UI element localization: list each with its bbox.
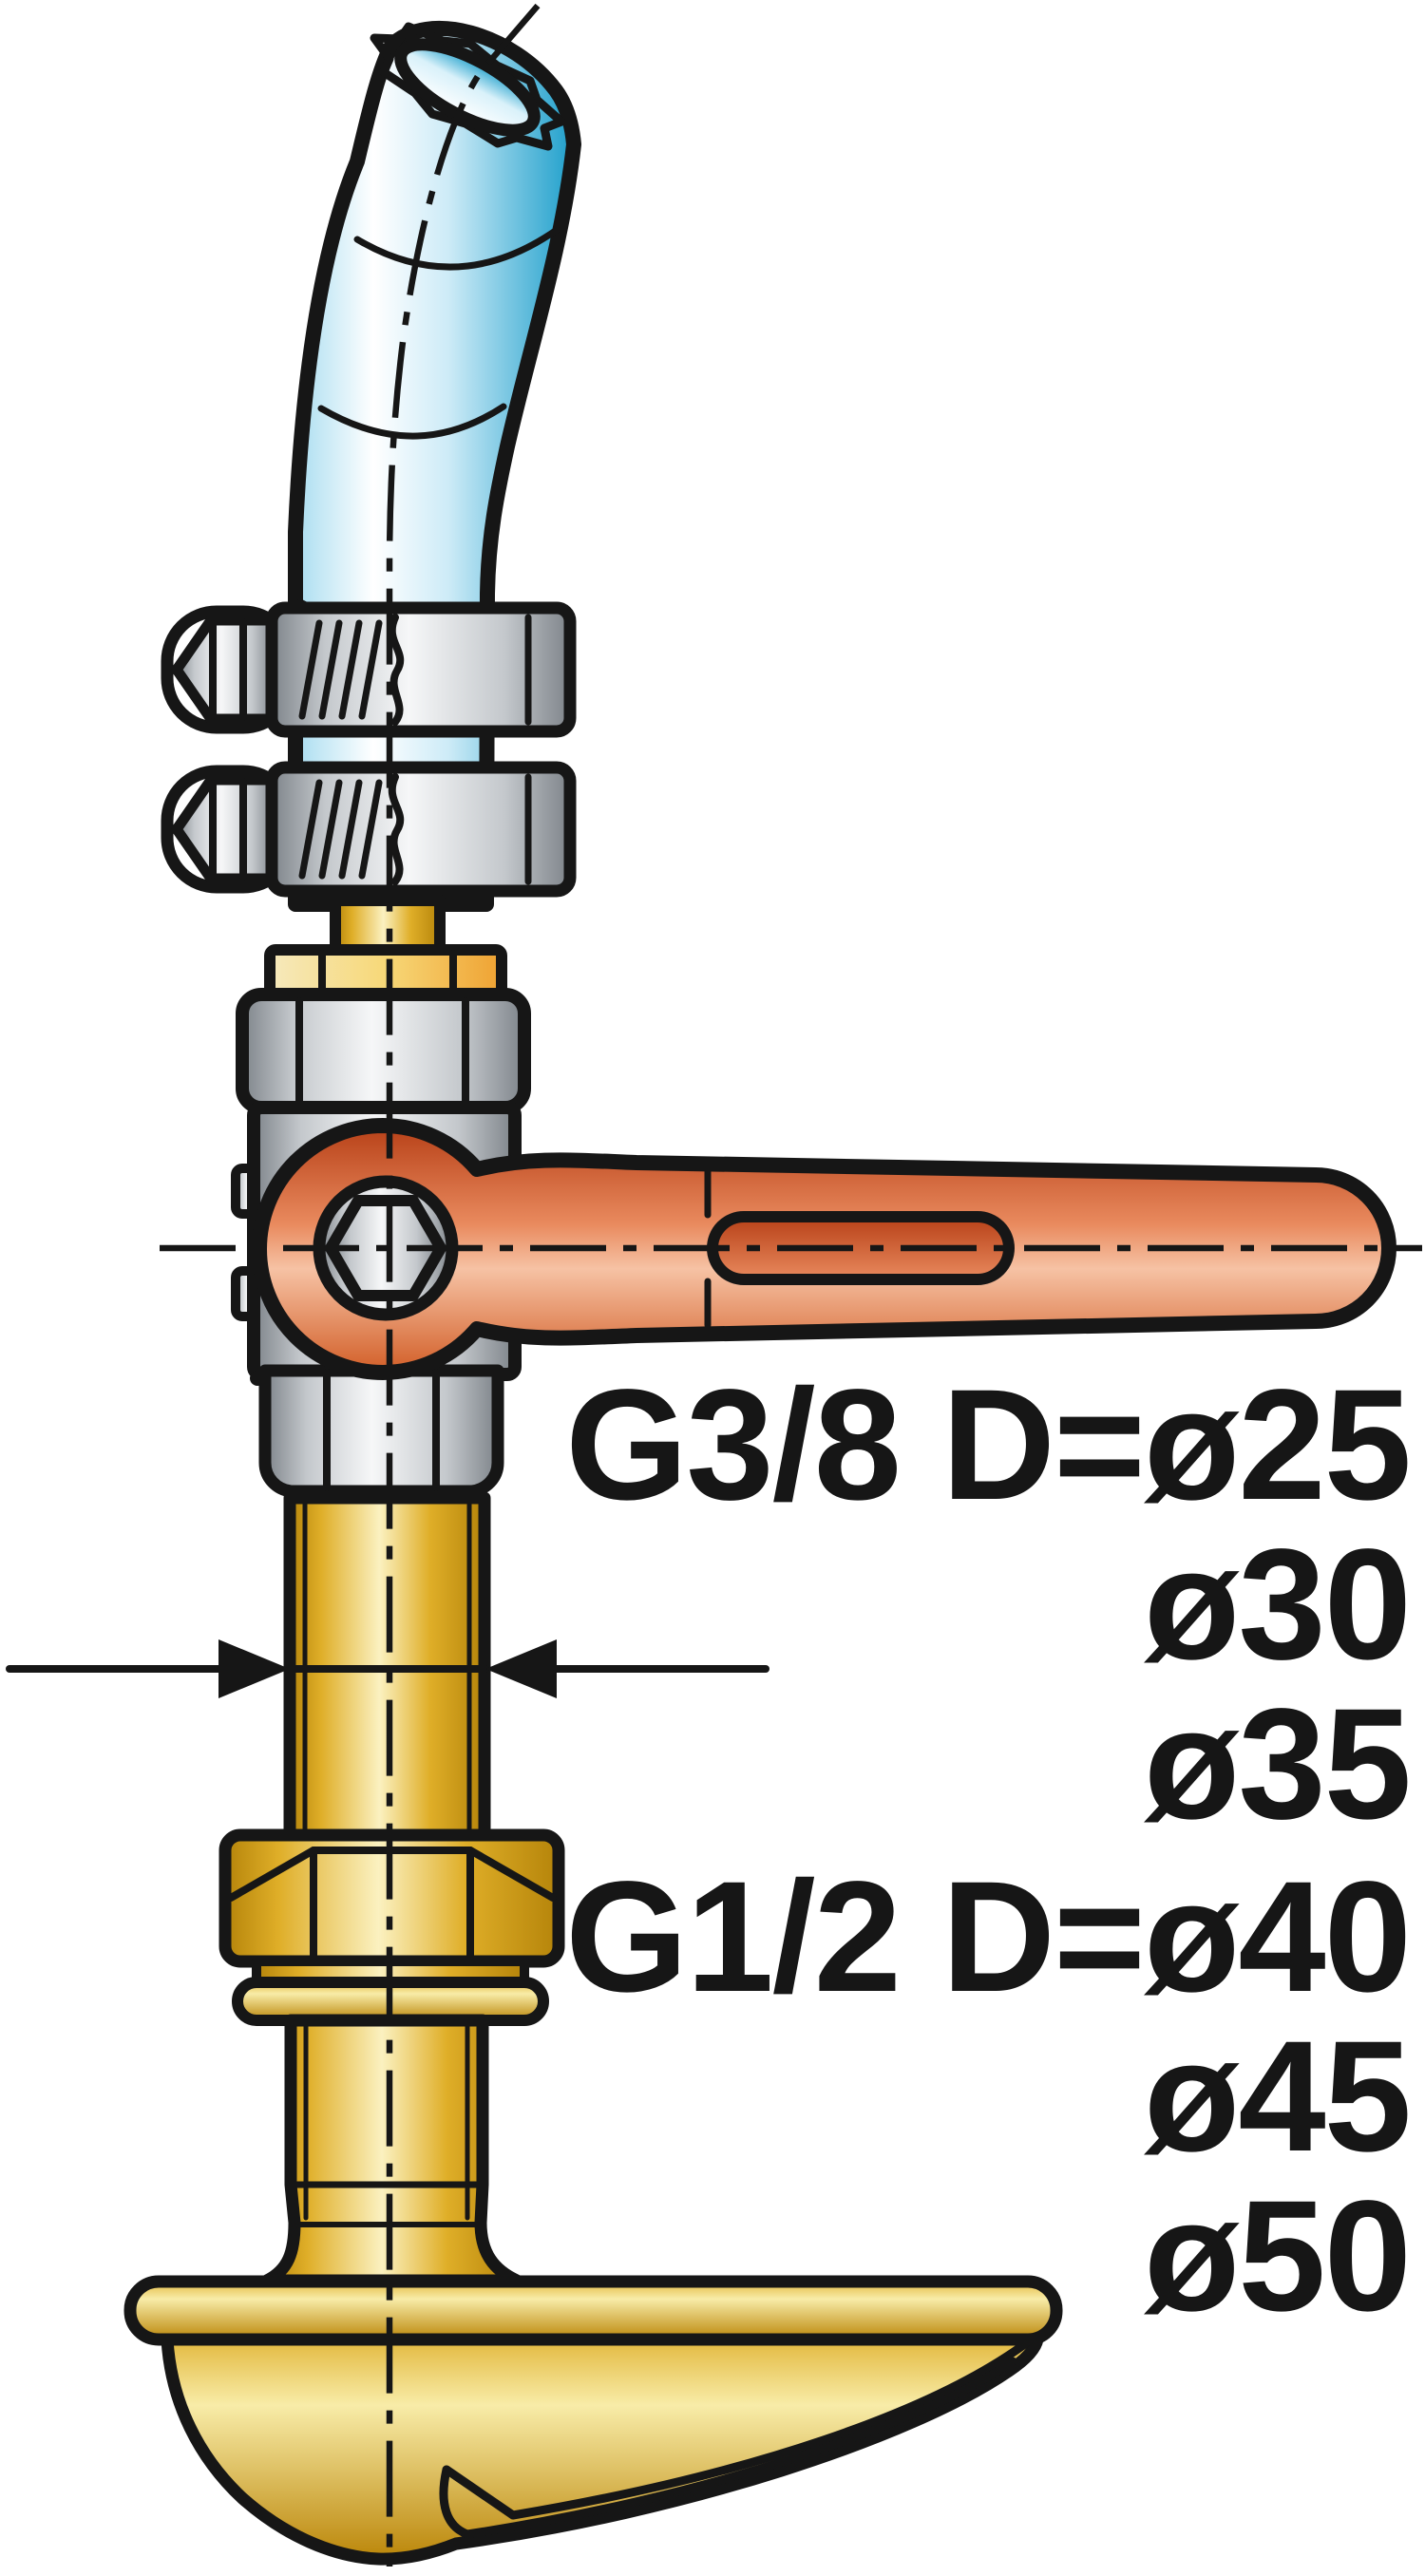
diameter-arrow-left [218, 1639, 290, 1698]
hose-adapter-hex [264, 944, 507, 1000]
dimension-labels: G3/8 D=ø25 ø30 ø35 G1/2 D=ø40 ø45 ø50 [565, 1357, 1412, 2344]
centerline-vertical [386, 3, 541, 2567]
centerlines [160, 3, 1422, 2567]
hose-connector [236, 895, 531, 1114]
label-valve-hose-d30: ø30 [1144, 1517, 1410, 1693]
hose-segment-line [317, 403, 507, 440]
hose-segment-line [353, 226, 560, 271]
mounting-flange [124, 2275, 1063, 2346]
diameter-dimension [6, 1639, 770, 1698]
scoop-strainer [124, 2275, 1063, 2566]
scoop-lip-line [442, 2339, 1031, 2520]
label-valve-hose-d35: ø35 [1144, 1676, 1410, 1852]
label-valve-thread-size: G3/8 D=ø25 [565, 1357, 1410, 1533]
clamp-band-hatching [298, 619, 383, 720]
clamp-band-joint [388, 614, 405, 726]
label-skin-hose-d45: ø45 [1144, 2009, 1410, 2185]
hose-cut-serration [370, 22, 566, 151]
label-skin-hose-d50: ø50 [1144, 2169, 1410, 2344]
hose-clamp-upper [161, 601, 577, 738]
valve-union-nut [236, 988, 531, 1114]
hose-clamp-lower [167, 767, 570, 891]
diameter-arrow-right [485, 1639, 557, 1698]
scoop-body [161, 2333, 1044, 2566]
valve-lower-hex [258, 1364, 504, 1498]
scoop-lip-line [439, 2357, 1017, 2539]
hose-opening [394, 38, 541, 137]
label-skin-thread-size: G1/2 D=ø40 [565, 1849, 1410, 2025]
